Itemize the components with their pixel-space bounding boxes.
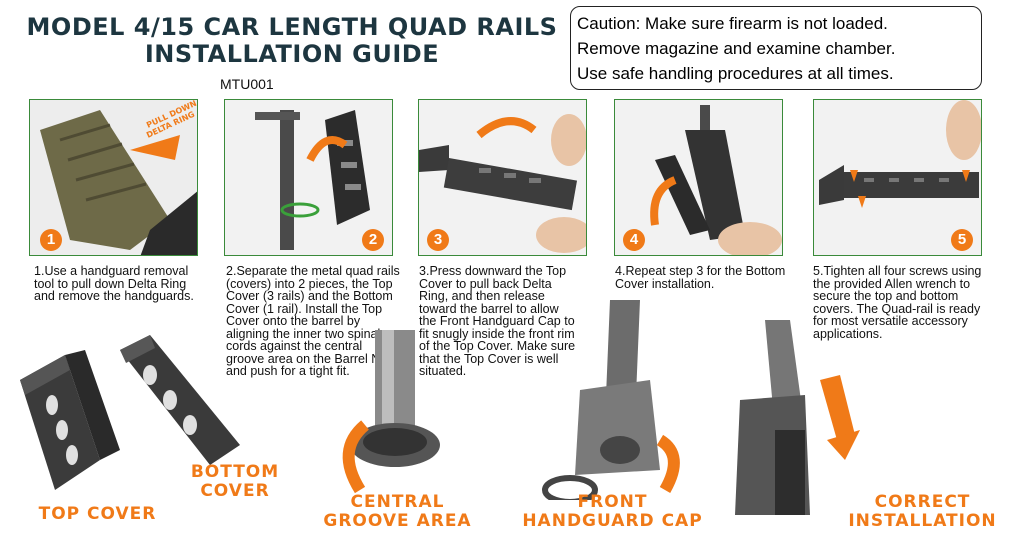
step-1-text: 1.Use a handguard removal tool to pull d… xyxy=(34,265,204,303)
barrel-nut-illustration xyxy=(342,330,440,494)
rail-covers-illustration xyxy=(20,335,240,490)
step-4-prefix: 4. xyxy=(615,264,626,278)
step-3-body: Press downward the Top Cover to pull bac… xyxy=(419,264,576,378)
correct-line-2: INSTALLATION xyxy=(848,511,997,531)
model-code: MTU001 xyxy=(220,76,274,92)
central-line-1: CENTRAL xyxy=(350,492,445,512)
correct-installation-label: CORRECT INSTALLATION xyxy=(835,493,1010,531)
caution-line-2: Remove magazine and examine chamber. xyxy=(577,39,896,58)
central-groove-label: CENTRAL GROOVE AREA xyxy=(305,493,490,531)
front-line-1: FRONT xyxy=(577,492,648,512)
step-1-photo: PULL DOWN DELTA RING 1 xyxy=(29,99,198,256)
correct-line-1: CORRECT xyxy=(874,492,971,512)
title-line-1: MODEL 4/15 CAR LENGTH QUAD RAILS xyxy=(26,13,558,41)
step-3-text: 3.Press downward the Top Cover to pull b… xyxy=(419,265,579,378)
step-5-prefix: 5. xyxy=(813,264,824,278)
caution-line-3: Use safe handling procedures at all time… xyxy=(577,64,894,83)
caution-line-1: Caution: Make sure firearm is not loaded… xyxy=(577,14,888,33)
step-5-body: Tighten all four screws using the provid… xyxy=(813,264,982,341)
step-3-badge: 3 xyxy=(427,229,449,251)
top-cover-label: TOP COVER xyxy=(38,504,157,524)
step-2-text: 2.Separate the metal quad rails (covers)… xyxy=(226,265,401,378)
step-1-body: Use a handguard removal tool to pull dow… xyxy=(34,264,194,303)
step-2-prefix: 2. xyxy=(226,264,237,278)
step-3-photo: 3 xyxy=(418,99,587,256)
title-line-2: INSTALLATION GUIDE xyxy=(144,40,440,68)
correct-installation-illustration xyxy=(735,320,860,515)
step-4-body: Repeat step 3 for the Bottom Cover insta… xyxy=(615,264,786,291)
front-cap-illustration xyxy=(542,300,680,500)
bottom-cover-line-2: COVER xyxy=(200,481,270,501)
step-4-text: 4.Repeat step 3 for the Bottom Cover ins… xyxy=(615,265,793,290)
step-2-body: Separate the metal quad rails (covers) i… xyxy=(226,264,400,378)
step-4-badge: 4 xyxy=(623,229,645,251)
step-5-text: 5.Tighten all four screws using the prov… xyxy=(813,265,983,340)
step-5-photo: 5 xyxy=(813,99,982,256)
step-1-prefix: 1. xyxy=(34,264,45,278)
step-5-badge: 5 xyxy=(951,229,973,251)
front-line-2: HANDGUARD CAP xyxy=(522,511,703,531)
step-1-badge: 1 xyxy=(40,229,62,251)
step-2-badge: 2 xyxy=(362,229,384,251)
caution-box: Caution: Make sure firearm is not loaded… xyxy=(570,6,982,90)
page-title: MODEL 4/15 CAR LENGTH QUAD RAILS INSTALL… xyxy=(12,14,572,68)
step-3-prefix: 3. xyxy=(419,264,430,278)
bottom-cover-label: BOTTOM COVER xyxy=(180,463,290,501)
step-4-photo: 4 xyxy=(614,99,783,256)
bottom-cover-line-1: BOTTOM xyxy=(190,462,280,482)
front-handguard-cap-label: FRONT HANDGUARD CAP xyxy=(505,493,720,531)
step-2-photo: 2 xyxy=(224,99,393,256)
central-line-2: GROOVE AREA xyxy=(323,511,472,531)
